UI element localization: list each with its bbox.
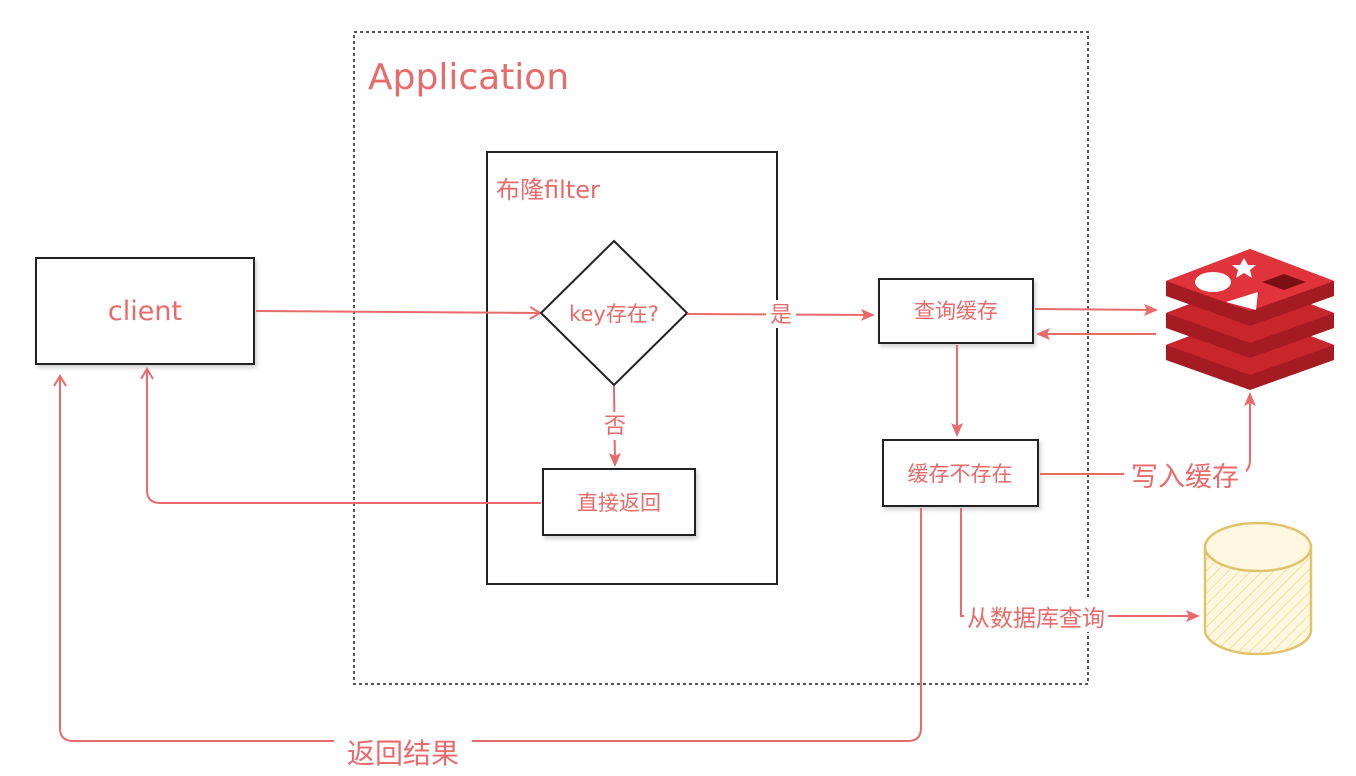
edge-return-result — [53, 374, 922, 742]
direct-return-box — [542, 468, 696, 536]
decision-diamond — [539, 239, 689, 387]
query-cache-label: 查询缓存 — [914, 299, 998, 323]
edge-write-cache-label: 写入缓存 — [1131, 462, 1239, 493]
client-box — [35, 257, 255, 365]
query-cache-box — [878, 278, 1034, 344]
cache-miss-label: 缓存不存在 — [908, 462, 1013, 486]
bloom-filter-title: 布隆filter — [496, 176, 600, 204]
edge-direct-return-to-client — [140, 367, 541, 504]
edge-client-to-decision — [255, 306, 542, 320]
edge-return-result-label: 返回结果 — [347, 737, 459, 770]
edge-no-label: 否 — [604, 414, 626, 439]
redis-icon — [1166, 249, 1334, 390]
database-cylinder-icon — [1203, 521, 1313, 656]
application-container — [353, 31, 1089, 685]
direct-return-label: 直接返回 — [577, 491, 661, 515]
application-title: Application — [368, 57, 569, 98]
client-label: client — [108, 296, 182, 327]
cache-miss-box — [882, 439, 1039, 507]
decision-label: key存在? — [569, 302, 659, 326]
edge-yes-label: 是 — [770, 303, 792, 328]
edge-query-to-redis — [1034, 303, 1158, 316]
edge-query-db-label: 从数据库查询 — [967, 606, 1105, 632]
edge-query-db — [960, 508, 1200, 622]
